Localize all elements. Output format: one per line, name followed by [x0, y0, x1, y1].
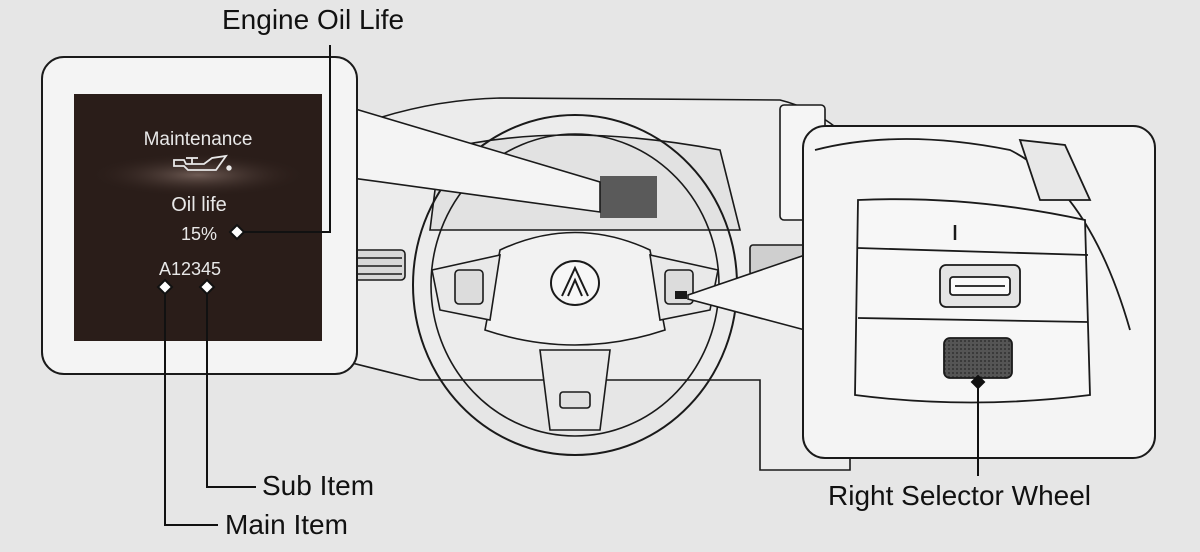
diamond-marker	[156, 278, 174, 296]
cluster-screen-indicator	[600, 176, 657, 218]
callout-main-item: Main Item	[225, 509, 348, 540]
leader-line-right	[970, 374, 986, 476]
steering-switch-closeup	[814, 138, 1131, 404]
diamond-marker	[228, 223, 246, 241]
maintenance-code: A12345	[159, 259, 221, 279]
leader-lines-left	[156, 45, 331, 526]
left-vent	[349, 249, 406, 281]
callout-right-selector-wheel: Right Selector Wheel	[828, 480, 1092, 511]
oil-life-label: Oil life	[171, 194, 227, 216]
multi-info-display	[74, 94, 322, 341]
acura-logo-icon	[550, 260, 600, 306]
oil-can-icon	[173, 154, 232, 171]
callout-sub-item: Sub Item	[262, 470, 375, 501]
oil-life-percent: 15%	[181, 224, 217, 244]
callout-engine-oil-life: Engine Oil Life	[222, 4, 405, 35]
display-title: Maintenance	[144, 129, 253, 150]
diamond-marker	[198, 278, 216, 296]
right-selector-wheel	[943, 337, 1013, 379]
selector-wheel-marker	[675, 291, 687, 299]
